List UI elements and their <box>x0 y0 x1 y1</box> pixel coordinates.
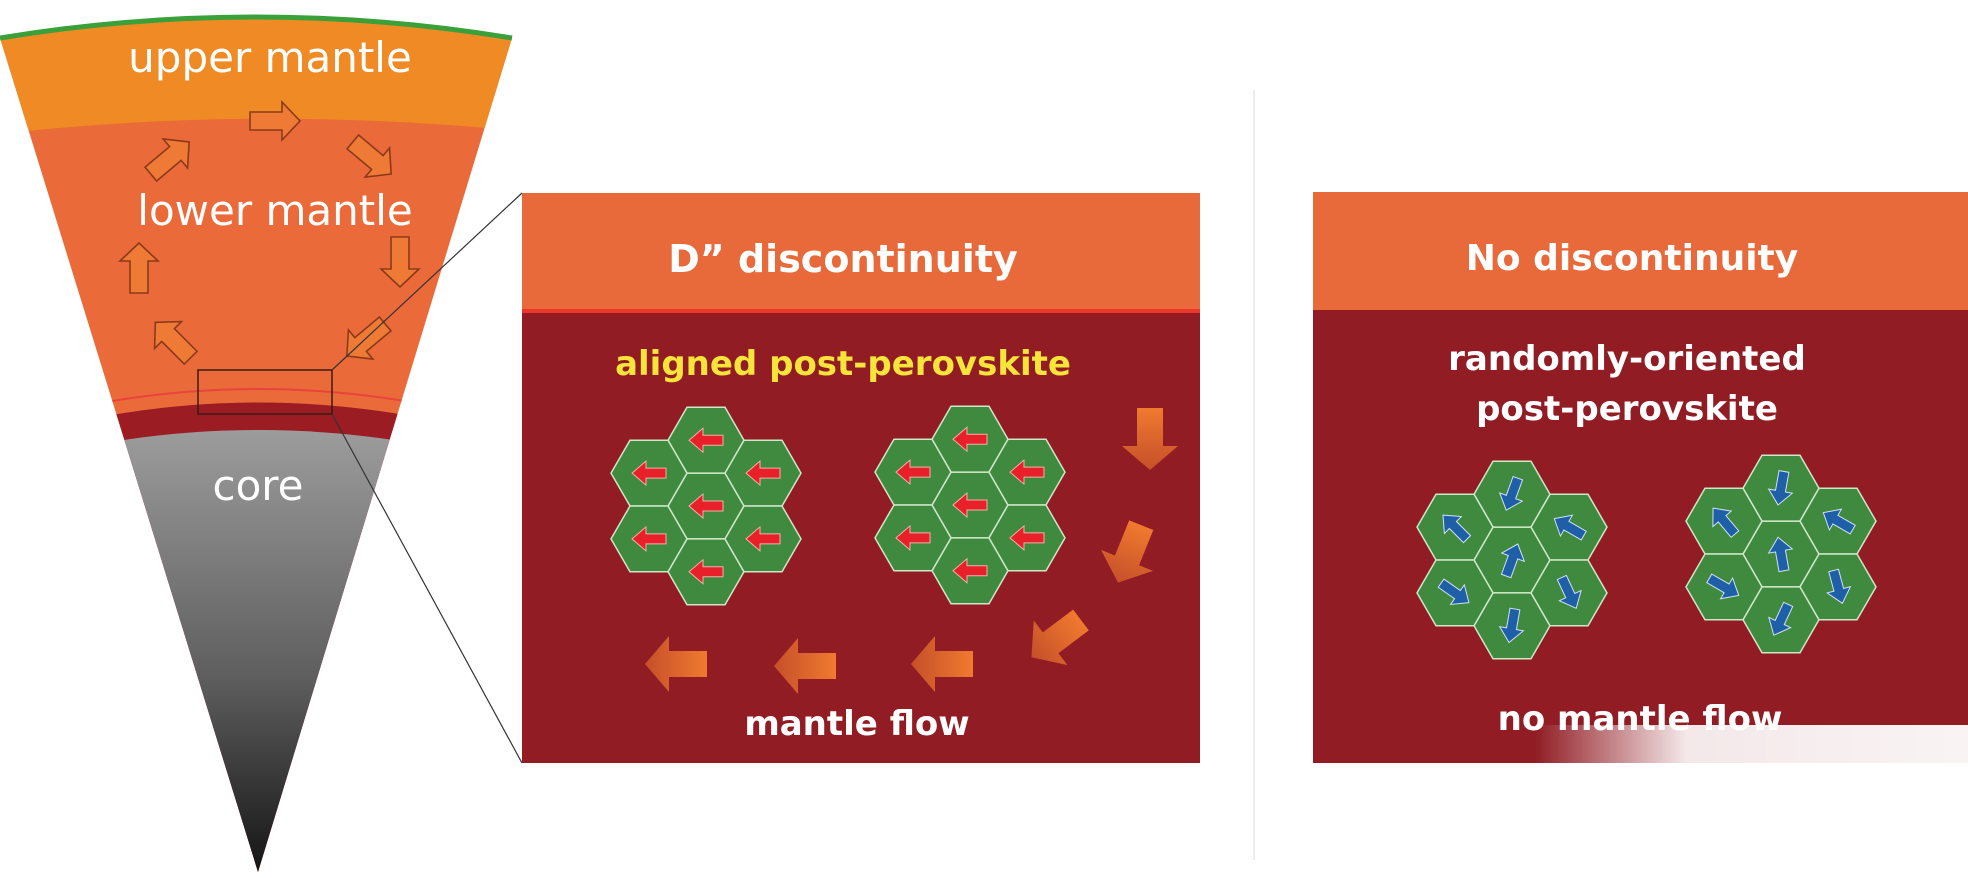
panel-right-subtitle-line1: randomly-oriented <box>1448 339 1806 379</box>
panel-no-discontinuity: No discontinuity randomly-oriented post-… <box>1313 192 1968 878</box>
convection-arrow-right <box>378 236 422 289</box>
crystal-cluster-random-2 <box>1685 454 1877 654</box>
grain-orientation-arrow <box>688 558 724 585</box>
convection-arrow-top-left <box>143 137 190 183</box>
grain-orientation-arrow <box>1498 607 1525 644</box>
faded-overlay <box>1535 725 1968 878</box>
upper-mantle-label: upper mantle <box>128 33 412 82</box>
convection-cycle <box>117 99 422 366</box>
grain-orientation-arrow <box>745 525 781 552</box>
panel-left-header <box>522 193 1200 311</box>
earth-wedge: upper mantle lower mantle core <box>0 14 513 872</box>
panel-left-title: D” discontinuity <box>668 237 1018 281</box>
grain-orientation-arrow <box>895 459 931 486</box>
grain-orientation-arrow <box>688 492 724 520</box>
grain-orientation-arrow <box>1706 573 1740 600</box>
grain-orientation-arrow <box>1553 514 1587 541</box>
flow-arrow-left-2 <box>774 638 836 694</box>
flow-arrow-left-1 <box>911 636 973 692</box>
core-label: core <box>213 461 304 510</box>
crystal-cluster-aligned-1 <box>610 406 802 606</box>
grain-orientation-arrow <box>1826 568 1852 605</box>
grain-orientation-arrow <box>1437 578 1470 606</box>
grain-orientation-arrow <box>895 524 931 551</box>
zoom-line-bottom <box>331 413 523 764</box>
panel-left-subtitle: aligned post-perovskite <box>615 344 1071 384</box>
crystal-cluster-aligned-2 <box>874 405 1066 605</box>
zoom-line-top <box>331 192 523 371</box>
panel-left-flow-label: mantle flow <box>744 704 969 744</box>
grain-orientation-arrow <box>1442 514 1472 544</box>
convection-arrow-top-right <box>345 133 392 179</box>
flow-arrow-down <box>1122 408 1178 470</box>
panel-right-title: No discontinuity <box>1466 238 1798 279</box>
flow-arrow-down-left-1 <box>1101 520 1154 583</box>
grain-orientation-arrow <box>1009 524 1045 551</box>
mantle-flow-arrows <box>645 408 1178 694</box>
panel-discontinuity: D” discontinuity aligned post-perovskite… <box>522 193 1200 763</box>
grain-orientation-arrow <box>1500 543 1526 579</box>
grain-orientation-arrow <box>1009 459 1045 486</box>
flow-arrow-left-3 <box>645 636 707 692</box>
grain-orientation-arrow <box>688 427 724 454</box>
grain-orientation-arrow <box>1498 475 1524 511</box>
convection-arrow-bottom-right <box>346 315 393 361</box>
crust-line <box>0 14 513 41</box>
panel-right-subtitle-line2: post-perovskite <box>1476 389 1778 429</box>
grain-orientation-arrow <box>952 557 988 584</box>
convection-arrow-top <box>249 99 302 143</box>
grain-orientation-arrow <box>1556 574 1582 610</box>
zoom-box <box>197 369 333 415</box>
grain-orientation-arrow <box>1822 508 1856 535</box>
upper-mantle-layer <box>0 17 512 135</box>
grain-orientation-arrow <box>1767 470 1794 506</box>
convection-arrow-left <box>117 241 161 294</box>
grain-orientation-arrow <box>1767 536 1794 573</box>
flow-arrow-down-left-2 <box>1031 609 1089 666</box>
grain-orientation-arrow <box>745 460 781 487</box>
grain-orientation-arrow <box>1712 507 1740 539</box>
grain-orientation-arrow <box>952 491 988 519</box>
crystal-cluster-random-1 <box>1416 460 1608 660</box>
grain-orientation-arrow <box>952 426 988 453</box>
convection-arrow-bottom-left <box>153 320 199 366</box>
lower-mantle-label: lower mantle <box>137 186 412 235</box>
grain-orientation-arrow <box>1768 601 1794 636</box>
grain-orientation-arrow <box>631 525 667 552</box>
panel-right-header <box>1313 192 1968 310</box>
grain-orientation-arrow <box>631 460 667 487</box>
